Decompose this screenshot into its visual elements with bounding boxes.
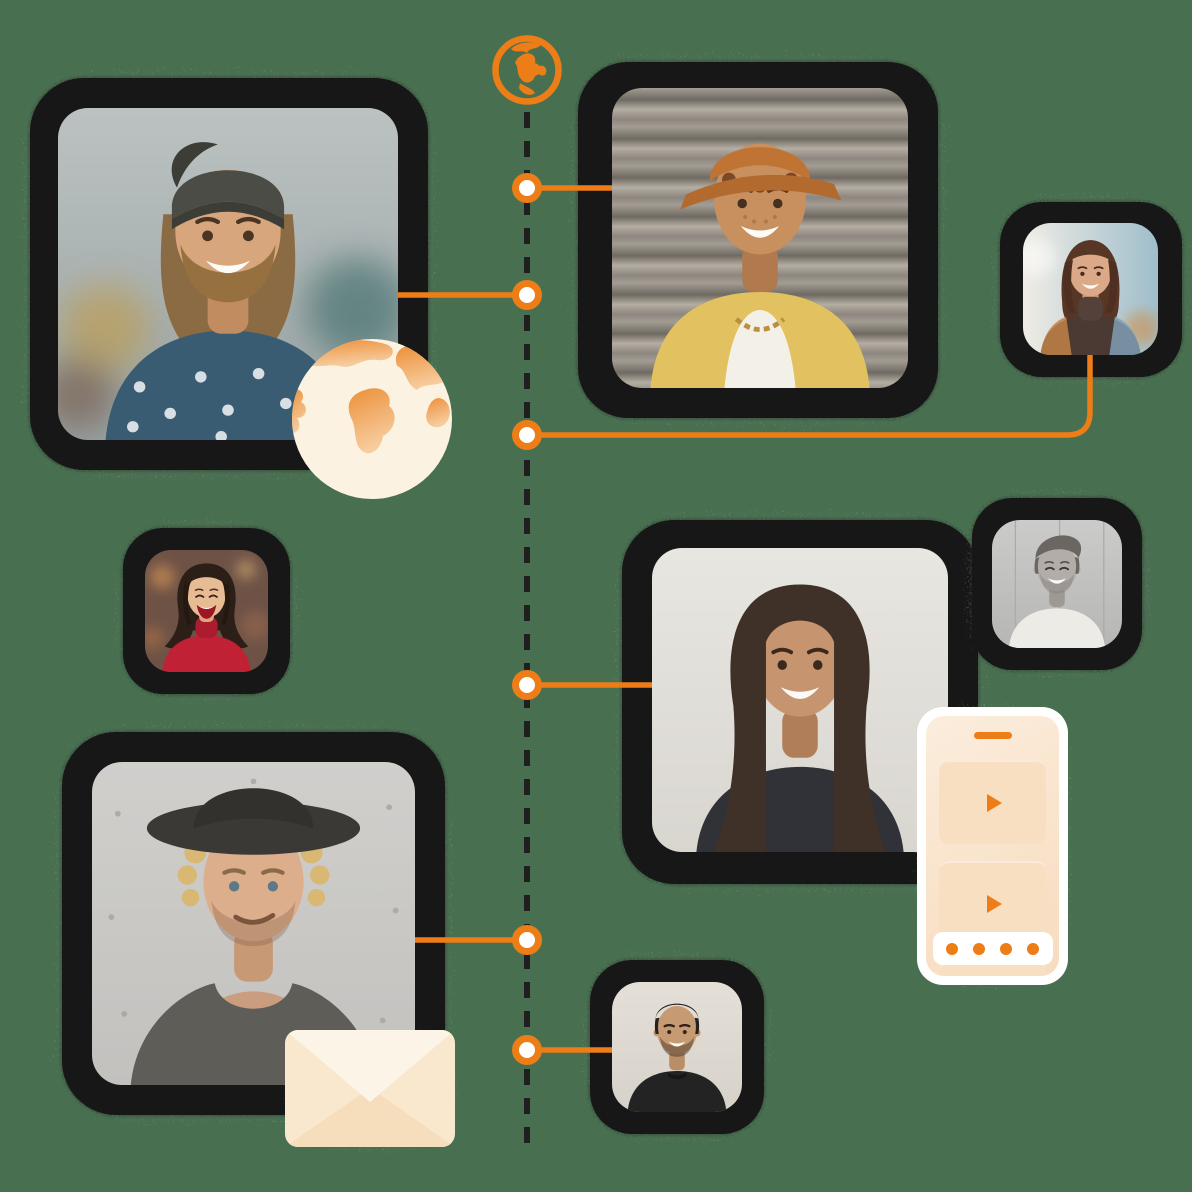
- portrait-illustration: [1023, 223, 1158, 355]
- timeline-node-4: [512, 670, 542, 700]
- globe-illustration: [289, 336, 455, 502]
- video-card-list: [939, 760, 1046, 976]
- envelope-icon: [285, 1030, 455, 1147]
- phone-screen: [926, 716, 1059, 976]
- avatar-woman-red-top: [145, 550, 268, 672]
- portrait-illustration: [992, 520, 1122, 648]
- avatar-man-wide-brim-hat: [92, 762, 415, 1085]
- pager-dot: [1027, 942, 1039, 955]
- portrait-illustration: [612, 88, 908, 388]
- portrait-illustration: [612, 982, 742, 1112]
- phone-illustration: [917, 707, 1068, 985]
- timeline-dashed-line: [524, 112, 530, 1150]
- globe-outline-icon: [489, 32, 565, 108]
- portrait-illustration: [652, 548, 948, 852]
- pager-bar: [932, 932, 1053, 965]
- play-icon: [987, 794, 1002, 812]
- pager-dot: [946, 942, 958, 955]
- timeline-node-1: [512, 173, 542, 203]
- avatar-man-grayscale: [992, 520, 1122, 648]
- avatar-woman-orange-cap: [612, 88, 908, 388]
- portrait-illustration: [92, 762, 415, 1085]
- play-icon: [987, 895, 1002, 913]
- avatar-woman-long-dark-hair: [652, 548, 948, 852]
- phone-speaker-bar: [973, 732, 1012, 739]
- pager-dot: [973, 942, 985, 955]
- avatar-man-black-tshirt: [612, 982, 742, 1112]
- timeline-node-6: [512, 1035, 542, 1065]
- portrait-illustration: [145, 550, 268, 672]
- pager-dot: [1000, 942, 1012, 955]
- timeline-node-5: [512, 925, 542, 955]
- video-card: [939, 861, 1046, 945]
- timeline-node-2: [512, 280, 542, 310]
- timeline-node-3: [512, 420, 542, 450]
- avatar-woman-brown-bob: [1023, 223, 1158, 355]
- video-card: [939, 760, 1046, 844]
